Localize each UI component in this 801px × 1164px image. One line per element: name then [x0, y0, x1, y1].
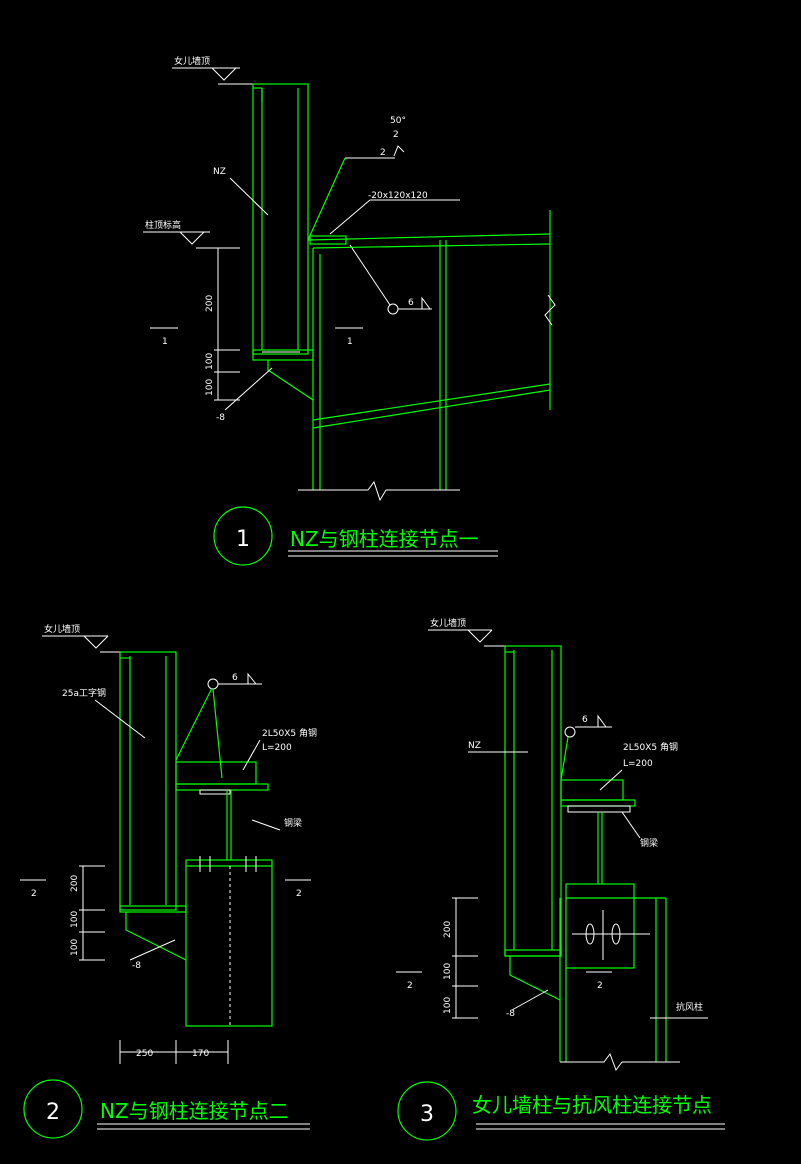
weld-top: 2 [393, 130, 399, 140]
beam-label-3: 钢梁 [640, 837, 658, 849]
weld-6: 6 [408, 298, 414, 308]
plate-8-2: -8 [132, 961, 141, 971]
plate-label: -20x120x120 [368, 191, 428, 201]
wind-column-label: 抗风柱 [676, 1001, 703, 1013]
dim-100a-2: 100 [70, 911, 80, 928]
break-icon-2 [298, 480, 460, 502]
dim-100b: 100 [205, 379, 215, 396]
section-left: 1 [162, 337, 168, 347]
column-label-2: 钢梁 [284, 817, 302, 829]
break-icon [544, 294, 556, 326]
detail-circle-1 [213, 506, 273, 566]
detail-title-3: 女儿墙柱与抗风柱连接节点 [472, 1093, 712, 1117]
angle-label-2: 2L50X5 角钢 [262, 727, 317, 739]
dim-200-2: 200 [70, 875, 80, 892]
weld-symbol-icon [387, 303, 399, 315]
dim-100a-3: 100 [443, 963, 453, 980]
angle-label: 50° [390, 116, 406, 126]
parapet-label: 女儿墙顶 [174, 55, 210, 67]
plate-8-3: -8 [506, 1009, 515, 1019]
dim-100b-3: 100 [443, 997, 453, 1014]
level-mark-icon-2 [179, 231, 205, 245]
detail-number-3: 3 [420, 1102, 434, 1127]
detail-number-2: 2 [46, 1100, 60, 1125]
dim-250: 250 [136, 1049, 153, 1059]
dim-100a: 100 [205, 353, 215, 370]
dim-170: 170 [192, 1049, 209, 1059]
dim-200: 200 [205, 295, 215, 312]
weld-symbol-icon-3 [564, 726, 576, 738]
length-label-2: L=200 [262, 743, 292, 753]
parapet-label-3: 女儿墙顶 [430, 617, 466, 629]
level-mark-icon-3 [83, 635, 109, 649]
weld-6-2: 6 [232, 673, 238, 683]
member-label: 25a工字钢 [62, 687, 106, 699]
level-mark-icon [211, 67, 237, 81]
angle-label-3: 2L50X5 角钢 [623, 741, 678, 753]
detail-2: 女儿墙顶 25a工字钢 6 2L50X5 角钢 L=200 钢梁 [20, 623, 317, 1139]
section-right-2: 2 [296, 889, 302, 899]
detail-circle-3 [397, 1081, 457, 1141]
dim-200-3: 200 [443, 921, 453, 938]
section-left-3: 2 [407, 981, 413, 991]
nz-label-3: NZ [468, 741, 481, 751]
parapet-label-2: 女儿墙顶 [44, 623, 80, 635]
weld-symbol-icon-2 [207, 678, 219, 690]
dim-100b-2: 100 [70, 939, 80, 956]
detail-number-1: 1 [236, 527, 250, 552]
section-right-3: 2 [597, 981, 603, 991]
detail-3: 女儿墙顶 NZ 6 2L50X5 角钢 L=200 钢梁 抗风 [396, 617, 725, 1141]
length-label-3: L=200 [623, 759, 653, 769]
detail-title-2: NZ与钢柱连接节点二 [100, 1099, 289, 1123]
break-icon-3 [560, 1052, 680, 1072]
plate-8: -8 [216, 413, 225, 423]
detail-1: 女儿墙顶 NZ 柱顶标高 200 100 100 -8 1 1 [143, 55, 556, 566]
level-mark-icon-4 [467, 629, 493, 643]
detail-circle-2 [23, 1079, 83, 1139]
weld-6-3: 6 [582, 715, 588, 725]
nz-label: NZ [213, 167, 226, 177]
detail-title-1: NZ与钢柱连接节点一 [290, 527, 479, 551]
section-right: 1 [347, 337, 353, 347]
weld-bottom: 2 [380, 148, 386, 158]
section-left-2: 2 [31, 889, 37, 899]
roof-label: 柱顶标高 [145, 219, 181, 231]
